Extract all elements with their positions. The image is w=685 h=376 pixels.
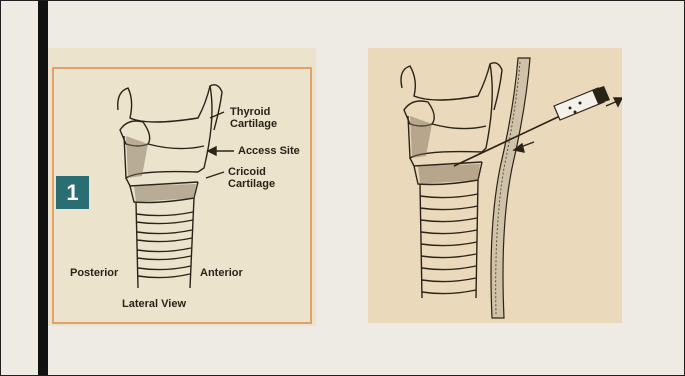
slide-accent-bar	[38, 1, 48, 375]
hyoid-outline	[401, 63, 502, 110]
label-posterior: Posterior	[70, 267, 118, 279]
step-number-badge: 1	[56, 176, 89, 209]
needle-insertion-diagram	[368, 48, 622, 323]
label-cricoid-cartilage: Cricoid Cartilage	[228, 166, 275, 190]
cricoid-pointer	[206, 172, 224, 178]
label-access-site: Access Site	[238, 145, 300, 157]
label-thyroid-cartilage: Thyroid Cartilage	[230, 106, 277, 130]
thyroid-upper-edge	[148, 144, 204, 149]
thyroid-anterior	[198, 86, 212, 172]
larynx-lateral-diagram: 1 Thyroid Cartilage Access Site Cricoid …	[48, 48, 316, 326]
trachea-rings	[136, 212, 193, 278]
cricoid-hatching	[126, 136, 196, 202]
label-lateral-view: Lateral View	[122, 298, 186, 310]
trachea-rings	[420, 194, 478, 294]
hyoid-outline	[118, 85, 222, 130]
syringe-icon	[554, 86, 610, 120]
access-site-arrowhead-icon	[208, 147, 216, 155]
label-anterior: Anterior	[200, 267, 243, 279]
insertion-drawing	[368, 48, 622, 323]
